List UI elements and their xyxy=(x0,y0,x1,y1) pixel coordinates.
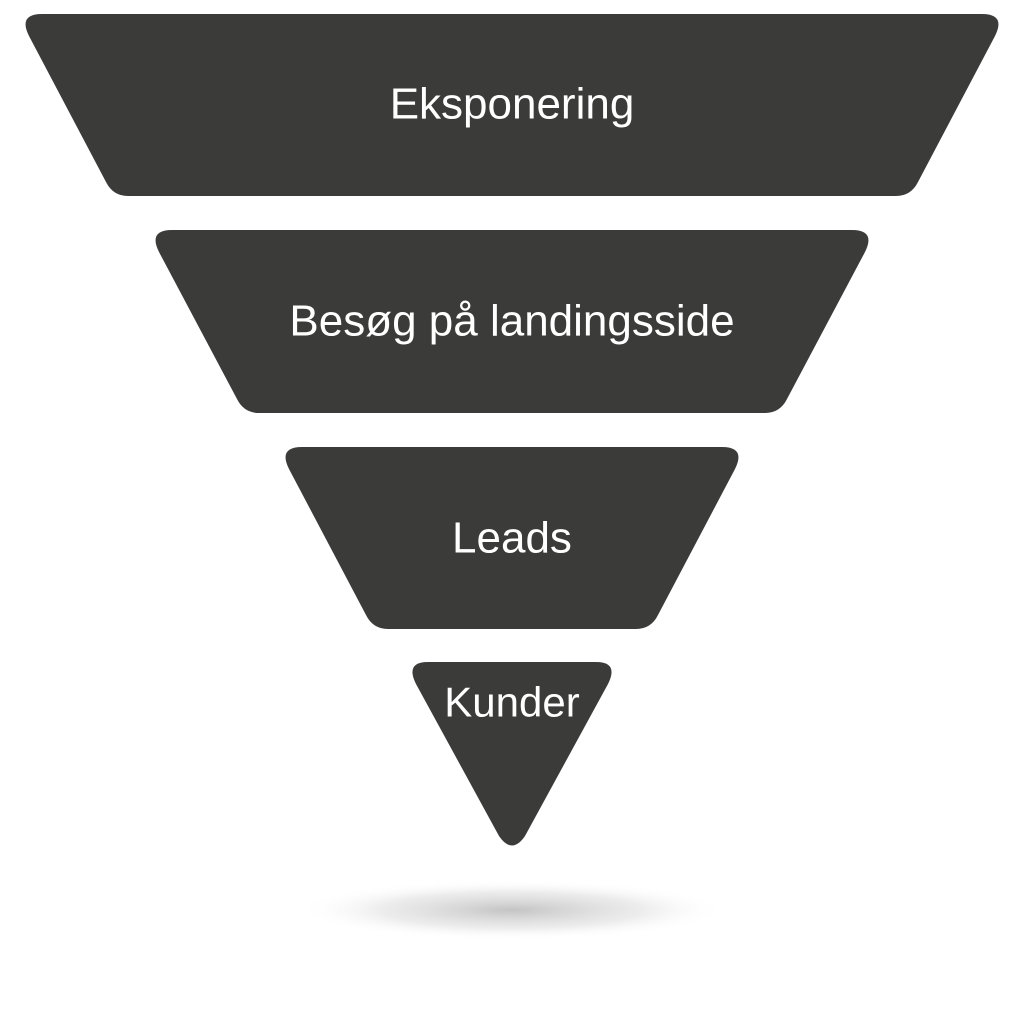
funnel-stage-4-shape xyxy=(412,662,612,846)
funnel-stage-2-label: Besøg på landingsside xyxy=(289,297,734,346)
funnel-stage-2: Besøg på landingsside xyxy=(155,230,869,413)
funnel-shadow xyxy=(297,880,727,940)
funnel-stage-1-label: Eksponering xyxy=(390,80,635,129)
funnel-stage-2-shape xyxy=(155,230,869,413)
funnel-stage-3: Leads xyxy=(285,447,739,629)
funnel-stage-3-shape xyxy=(285,447,739,629)
funnel-stage-1: Eksponering xyxy=(25,14,999,196)
funnel-stage-4-label: Kunder xyxy=(444,679,579,726)
funnel-stage-3-label: Leads xyxy=(452,514,572,563)
funnel-stage-4: Kunder xyxy=(412,662,612,846)
funnel-stage-1-shape xyxy=(25,14,999,196)
